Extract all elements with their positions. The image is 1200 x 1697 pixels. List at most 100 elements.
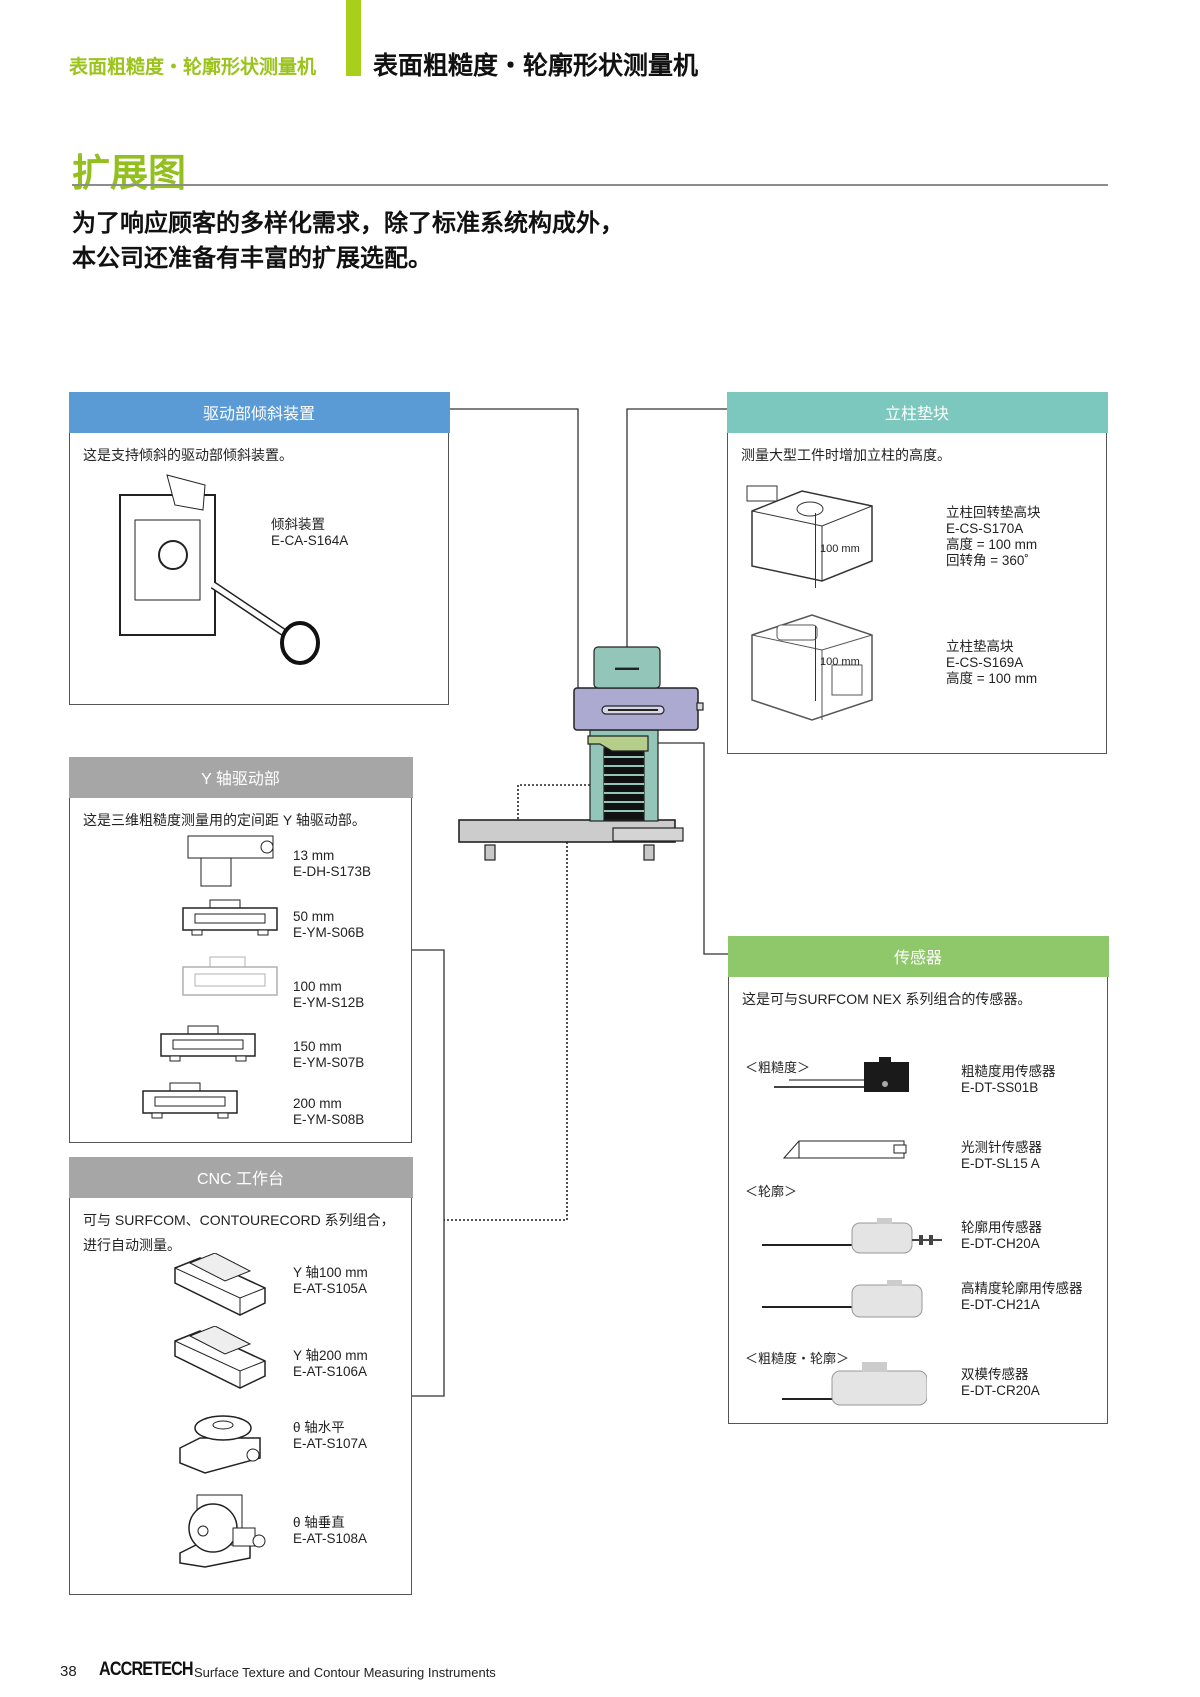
product-spec: 立柱回转垫高块	[946, 505, 1041, 520]
sensor-category-label: ＜粗糙度・轮廓＞	[745, 1351, 850, 1366]
intro-line-1: 为了响应顾客的多样化需求，除了标准系统构成外，	[72, 210, 624, 237]
product-spec: 立柱垫高块	[946, 639, 1014, 654]
theta-horizontal-icon	[175, 1403, 270, 1480]
product-code: E-YM-S07B	[293, 1055, 365, 1070]
panel-description: 测量大型工件时增加立柱的高度。	[741, 447, 951, 463]
section-label: 表面粗糙度・轮廓形状测量机	[69, 57, 317, 78]
panel-sensor-header: 传感器	[727, 935, 1109, 977]
contour-pickup-icon	[757, 1215, 947, 1262]
tilt-unit-icon	[95, 465, 330, 675]
sensor-category-label: ＜粗糙度＞	[745, 1060, 811, 1075]
product-code: E-CS-S170A	[946, 521, 1024, 536]
footer-subtitle: Surface Texture and Contour Measuring In…	[194, 1665, 496, 1680]
height-dimension: 100 mm	[820, 543, 860, 555]
product-code: E-DT-CH20A	[961, 1236, 1040, 1251]
product-spec: 200 mm	[293, 1096, 342, 1111]
panel-column-header: 立柱垫块	[726, 391, 1108, 433]
y-stage-200mm-icon	[140, 1081, 280, 1126]
page-number: 38	[60, 1663, 77, 1680]
dimension-line	[815, 626, 816, 701]
measuring-machine-icon: ▬▬▬	[458, 646, 704, 861]
intro-line-2: 本公司还准备有丰富的扩展选配。	[72, 245, 432, 272]
connector-column	[626, 408, 727, 647]
panel-yaxis-header: Y 轴驱动部	[68, 756, 413, 798]
accretech-logo: ACCRETECH	[99, 1659, 194, 1680]
panel-cnc-table: CNC 工作台 可与 SURFCOM、CONTOURECORD 系列组合， 进行自…	[68, 1156, 413, 1595]
product-spec: 高度 = 100 mm	[946, 671, 1038, 686]
product-code: E-AT-S106A	[293, 1364, 368, 1379]
product-code: E-DT-SS01B	[961, 1080, 1039, 1095]
optical-stylus-icon	[779, 1133, 909, 1168]
product-spec: 13 mm	[293, 848, 335, 863]
product-spec: 双模传感器	[961, 1367, 1029, 1382]
connector-cnc-dotted-2	[444, 826, 568, 1221]
product-spec: 回转角 = 360˚	[946, 553, 1029, 568]
product-spec: 光测针传感器	[961, 1140, 1042, 1155]
panel-description: 进行自动测量。	[83, 1237, 181, 1253]
y-drive-13mm-icon	[183, 833, 278, 893]
product-code: E-DH-S173B	[293, 864, 372, 879]
y-stage-150mm-icon	[158, 1024, 280, 1069]
product-spec: Y 轴200 mm	[293, 1348, 368, 1363]
theta-vertical-icon	[175, 1483, 270, 1573]
hp-contour-pickup-icon	[757, 1277, 927, 1324]
panel-tilt-header: 驱动部倾斜装置	[68, 391, 450, 433]
hybrid-pickup-icon	[777, 1359, 928, 1412]
heading-divider	[72, 184, 1108, 186]
product-spec: θ 轴垂直	[293, 1515, 345, 1530]
product-spec: 高度 = 100 mm	[946, 537, 1038, 552]
page-heading: 扩展图	[72, 153, 187, 195]
panel-description: 这是三维粗糙度测量用的定间距 Y 轴驱动部。	[83, 812, 366, 828]
product-code: E-AT-S105A	[293, 1281, 368, 1296]
product-code: E-CS-S169A	[946, 655, 1024, 670]
sensor-category-label: ＜轮廓＞	[745, 1184, 798, 1199]
product-code: E-DT-CH21A	[961, 1297, 1040, 1312]
product-spec: 倾斜装置	[271, 517, 325, 532]
panel-sensor: 传感器 这是可与SURFCOM NEX 系列组合的传感器。＜粗糙度＞＜轮廓＞＜粗…	[727, 935, 1109, 1424]
connector-sensor	[647, 742, 728, 955]
panel-description: 可与 SURFCOM、CONTOURECORD 系列组合，	[83, 1212, 395, 1228]
connector-tilt	[448, 408, 579, 690]
product-code: E-YM-S12B	[293, 995, 365, 1010]
panel-cnc-header: CNC 工作台	[68, 1156, 413, 1198]
column-rotary-spacer-icon	[742, 471, 887, 594]
product-spec: 轮廓用传感器	[961, 1220, 1042, 1235]
roughness-pickup-icon	[769, 1054, 914, 1099]
product-code: E-CA-S164A	[271, 533, 349, 548]
product-code: E-DT-SL15 A	[961, 1156, 1040, 1171]
product-spec: Y 轴100 mm	[293, 1265, 368, 1280]
product-spec: θ 轴水平	[293, 1420, 345, 1435]
y-stage-50mm-icon	[180, 898, 280, 943]
product-spec: 50 mm	[293, 909, 335, 924]
header-title: 表面粗糙度・轮廓形状测量机	[373, 52, 699, 80]
product-spec: 粗糙度用传感器	[961, 1064, 1056, 1079]
product-spec: 高精度轮廓用传感器	[961, 1281, 1083, 1296]
product-code: E-YM-S08B	[293, 1112, 365, 1127]
panel-description: 这是支持倾斜的驱动部倾斜装置。	[83, 447, 293, 463]
svg-text:▬▬▬: ▬▬▬	[615, 663, 639, 672]
y-table-200-icon	[170, 1325, 270, 1396]
product-spec: 100 mm	[293, 979, 342, 994]
product-code: E-AT-S107A	[293, 1436, 368, 1451]
height-dimension: 100 mm	[820, 656, 860, 668]
dimension-line	[815, 513, 816, 588]
